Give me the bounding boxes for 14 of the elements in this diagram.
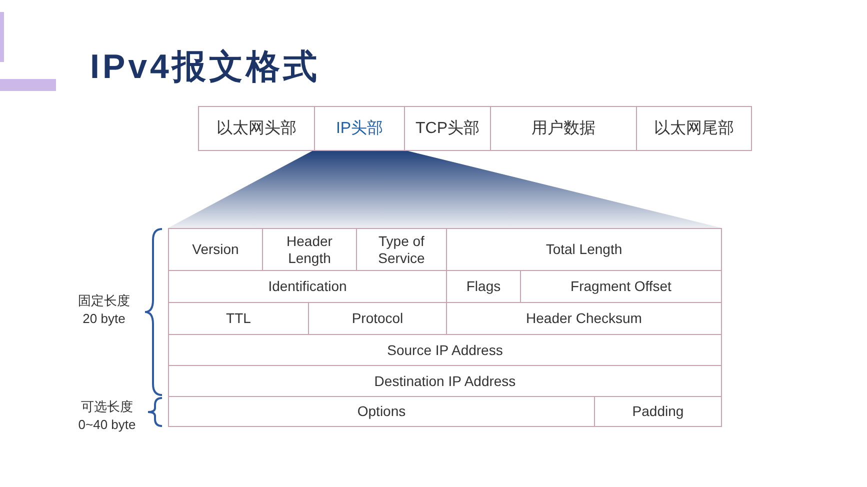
frame-segment: 以太网头部: [198, 106, 315, 151]
page-title: IPv4报文格式: [90, 47, 320, 88]
table-cell: Padding: [594, 396, 722, 427]
brace-label: 固定长度 20 byte: [77, 292, 131, 328]
frame-segment: IP头部: [314, 106, 405, 151]
brace-label: 可选长度 0~40 byte: [77, 398, 137, 434]
frame-segment: 以太网尾部: [636, 106, 752, 151]
table-cell: Options: [168, 396, 595, 427]
table-cell: Destination IP Address: [168, 365, 722, 397]
table-cell: Total Length: [446, 228, 722, 271]
table-cell: Version: [168, 228, 263, 271]
table-cell: Source IP Address: [168, 334, 722, 366]
frame-segment: TCP头部: [404, 106, 491, 151]
frame-segment: 用户数据: [490, 106, 637, 151]
